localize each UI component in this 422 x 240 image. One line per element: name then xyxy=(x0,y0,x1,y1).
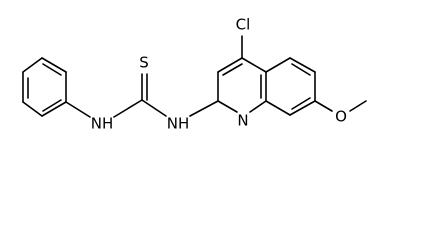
pyridine-ring xyxy=(217,57,267,113)
nh-quinoline-bond xyxy=(189,100,219,117)
molecule-canvas: S NH NH N Cl O xyxy=(22,16,367,133)
left-nh-label: NH xyxy=(91,115,114,133)
chlorine-label: Cl xyxy=(236,16,251,34)
methoxy-group xyxy=(314,100,367,112)
benzo-ring xyxy=(265,57,316,116)
molecule-structure: S NH NH N Cl O xyxy=(22,16,367,133)
right-nh-label: NH xyxy=(167,115,190,133)
thiourea-linkage xyxy=(65,73,167,118)
phenyl-ring xyxy=(22,57,67,117)
atom-labels: S NH NH N Cl O xyxy=(91,16,347,133)
quinoline-nitrogen-label: N xyxy=(237,112,248,130)
oxygen-atom-label: O xyxy=(335,108,347,126)
sulfur-atom-label: S xyxy=(139,54,149,72)
